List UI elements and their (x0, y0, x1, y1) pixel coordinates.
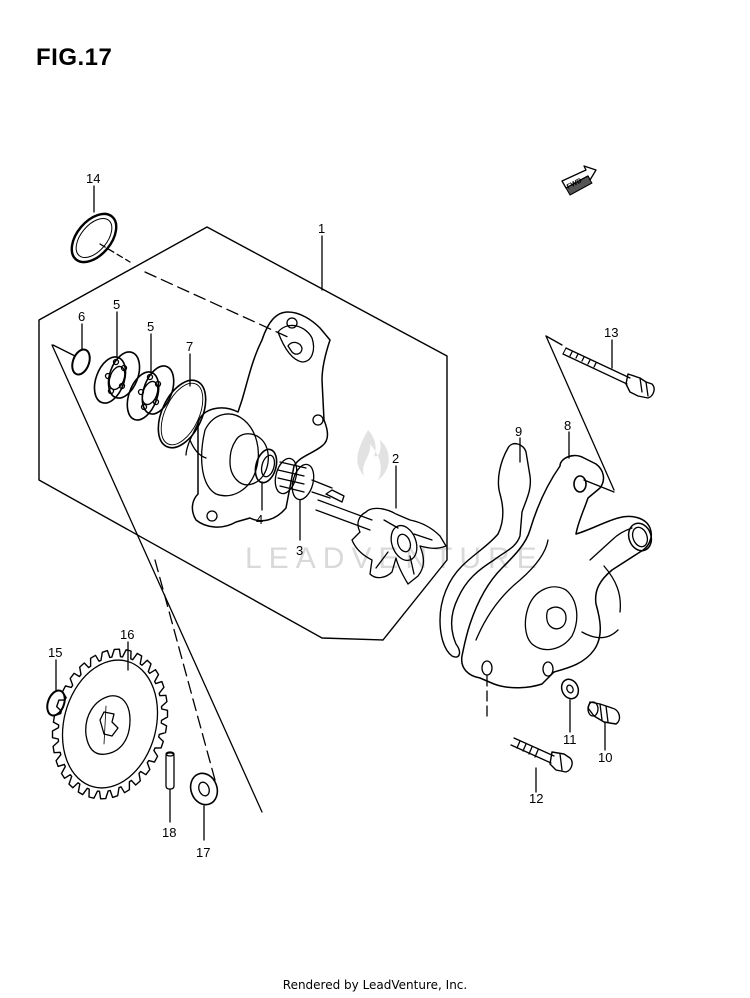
leader-13-a (545, 335, 615, 491)
bolt-12 (510, 737, 573, 773)
callout-7: 7 (186, 339, 193, 354)
callout-2: 2 (392, 451, 399, 466)
footer-credit: Rendered by LeadVenture, Inc. (282, 978, 468, 992)
callout-5b: 5 (147, 319, 154, 334)
bearing-5a (93, 351, 141, 404)
callout-17: 17 (196, 845, 210, 860)
callout-15: 15 (48, 645, 62, 660)
callout-6: 6 (78, 309, 85, 324)
circlip-15 (46, 689, 66, 717)
callout-12: 12 (529, 791, 543, 806)
gasket-9 (439, 442, 532, 658)
pump-cover-8 (460, 454, 653, 689)
leader-dashed-d (154, 559, 216, 781)
callout-8: 8 (564, 418, 571, 433)
fwd-arrow-icon: FWD (561, 165, 597, 196)
leader-dashed-a (144, 271, 291, 339)
callout-labels: 1 2 3 4 5 5 6 7 8 9 10 11 12 13 14 15 16… (48, 171, 618, 860)
callout-5a: 5 (113, 297, 120, 312)
bolt-10 (587, 701, 621, 725)
leader-dashed-c (52, 344, 76, 357)
gear-16 (51, 648, 169, 800)
leader-dashed-b (51, 344, 263, 813)
callout-1: 1 (318, 221, 325, 236)
callout-9: 9 (515, 424, 522, 439)
leader-13-b (583, 479, 615, 493)
watermark: LEADVENTURE (245, 430, 544, 575)
circlip-6 (71, 348, 91, 376)
callout-16: 16 (120, 627, 134, 642)
callout-4: 4 (256, 512, 263, 527)
assembly-outline (38, 226, 448, 641)
washer-17 (189, 772, 219, 806)
watermark-text: LEADVENTURE (245, 542, 544, 575)
o-ring-7 (157, 379, 207, 449)
washer-11 (560, 678, 580, 700)
mechanical-seal-3 (274, 457, 333, 501)
impeller-2 (315, 489, 447, 585)
pump-case-plate (185, 311, 331, 528)
callout-3: 3 (296, 543, 303, 558)
callout-14: 14 (86, 171, 100, 186)
circlip-14 (70, 212, 118, 264)
leader-14 (99, 243, 131, 263)
figure-title: FIG.17 (36, 44, 113, 71)
callout-11: 11 (563, 732, 577, 747)
bolt-13 (562, 347, 655, 399)
callout-10: 10 (598, 750, 612, 765)
callout-18: 18 (162, 825, 176, 840)
pin-18 (165, 751, 175, 790)
callout-13: 13 (604, 325, 618, 340)
